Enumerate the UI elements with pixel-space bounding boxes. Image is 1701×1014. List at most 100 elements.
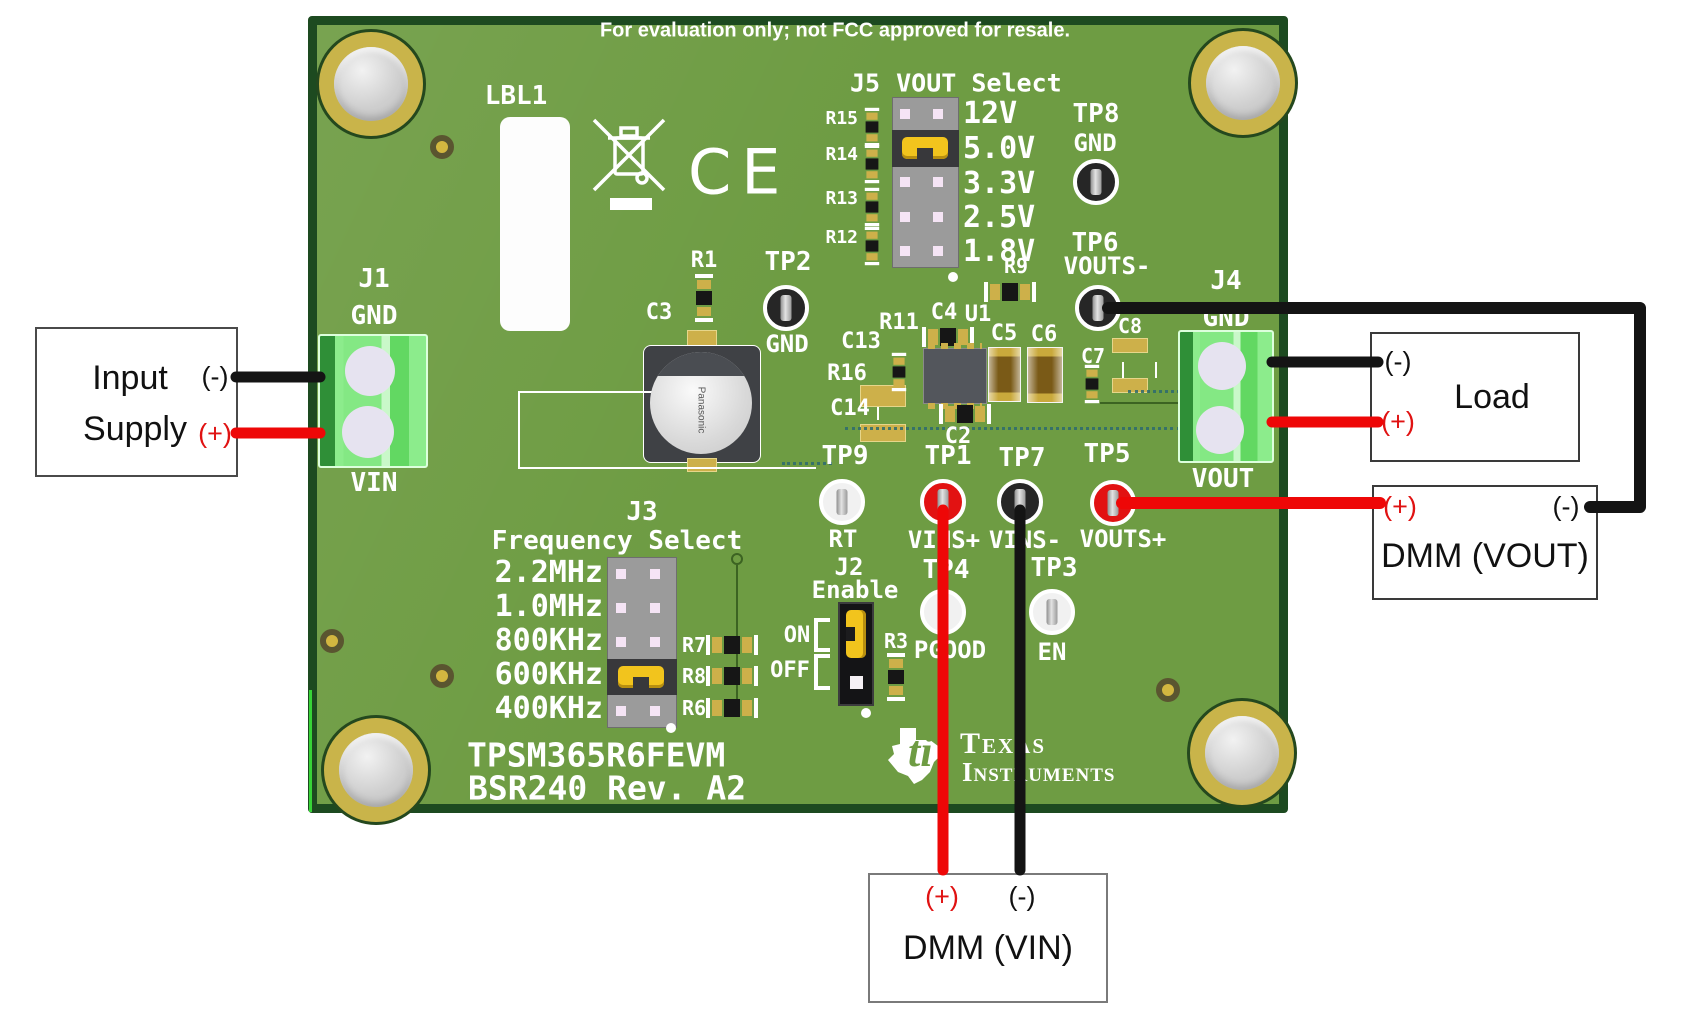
trace-dots: [782, 462, 832, 465]
j4-pin-vout: VOUT: [1191, 464, 1255, 494]
resistor-r3: [887, 653, 905, 701]
header-pin: [900, 246, 910, 256]
board-revision: BSR240 Rev. A2: [468, 768, 747, 808]
trace-dots: [845, 427, 1180, 430]
header-pin: [650, 637, 660, 647]
capacitor-c7-part: [1084, 364, 1100, 404]
test-point-tp4: [920, 589, 966, 635]
capacitor-c5: [988, 347, 1021, 402]
j5-option-1v8: 1.8V: [963, 234, 1036, 269]
dmm-vout-negative: (-): [1552, 491, 1580, 522]
silkscreen-tick: [1122, 362, 1124, 378]
mounting-hole-bottom-left: [321, 715, 431, 825]
component-label-c2: C2: [944, 424, 972, 449]
j3-designator: J3: [626, 497, 658, 527]
component-label-r13: R13: [825, 188, 858, 209]
j2-off-label: OFF: [770, 658, 810, 683]
tp9-label: TP9: [821, 441, 869, 471]
header-pin: [650, 569, 660, 579]
j2-title: Enable: [811, 576, 899, 604]
resistor-r13: [864, 187, 880, 227]
fiducial-dot: [948, 272, 958, 282]
header-pin: [900, 212, 910, 222]
j5-title: VOUT Select: [896, 68, 1062, 98]
silkscreen-outline: [518, 391, 668, 393]
silkscreen-outline: [518, 467, 816, 469]
header-pin: [850, 676, 863, 689]
capacitor-c3-brand: Panasonic: [695, 386, 707, 434]
tp-slot: [1092, 295, 1104, 321]
j5-option-5v: 5.0V: [963, 131, 1036, 166]
j2-designator: J2: [834, 553, 864, 581]
tp1-label: TP1: [924, 441, 972, 471]
tp-slot: [1046, 599, 1058, 625]
j3-title: Frequency Select: [491, 526, 743, 556]
dmm-vout-label: DMM (VOUT): [1381, 537, 1589, 575]
input-supply-positive: (+): [198, 418, 232, 449]
capacitor-c3-can: Panasonic: [650, 352, 752, 454]
pad: [687, 330, 717, 346]
tp-slot: [1090, 169, 1102, 195]
dmm-vin-positive: (+): [925, 881, 959, 912]
header-pin: [650, 603, 660, 613]
banner-text: For evaluation only; not FCC approved fo…: [599, 19, 1071, 42]
load-label: Load: [1454, 378, 1530, 416]
resistor-r14: [864, 144, 880, 184]
j2-jumper: [846, 610, 866, 658]
tp8-label: TP8: [1072, 99, 1120, 129]
test-point-tp3: [1029, 589, 1075, 635]
tp4-signal: PGOOD: [913, 636, 987, 664]
screw-head: [1206, 46, 1280, 120]
tp-slot: [937, 599, 949, 625]
resistor-r8: [706, 666, 758, 686]
trace: [1100, 402, 1185, 404]
silkscreen-outline: [518, 391, 520, 469]
tp-slot: [1014, 489, 1026, 515]
header-pin: [933, 212, 943, 222]
tp7-label: TP7: [998, 443, 1046, 473]
terminal-hole: [1196, 406, 1244, 454]
j3-option-400k: 400KHz: [494, 691, 603, 726]
tp-slot: [1107, 490, 1119, 516]
dmm-vin-label: DMM (VIN): [903, 929, 1073, 967]
terminal-hole: [342, 406, 394, 458]
header-pin: [616, 569, 626, 579]
tp-slot: [780, 295, 792, 321]
screw-head: [1205, 716, 1279, 790]
load-negative: (-): [1384, 346, 1412, 377]
resistor-r15: [864, 107, 880, 147]
capacitor-c13-part: [891, 352, 907, 392]
resistor-r9: [984, 282, 1036, 302]
ti-wordmark-line1: Texas: [960, 727, 1047, 760]
component-label-r11: R11: [879, 310, 919, 335]
ce-mark: CE: [688, 135, 791, 209]
tp6-label: TP6: [1071, 228, 1119, 258]
j4-pin-gnd: GND: [1202, 303, 1250, 333]
terminal-hole: [345, 346, 395, 396]
svg-text:ti: ti: [908, 727, 933, 776]
screw-head: [339, 733, 413, 807]
component-label-c3: C3: [645, 300, 673, 325]
component-label-r12: R12: [825, 227, 858, 248]
resistor-r7: [706, 635, 758, 655]
test-point-tp7: [997, 479, 1043, 525]
j5-option-3v3: 3.3V: [963, 166, 1036, 201]
ti-wordmark-line2: Instruments: [962, 757, 1116, 787]
fiducial-dot: [861, 708, 871, 718]
via: [430, 664, 454, 688]
component-label-r14: R14: [825, 144, 858, 165]
blank-label-area: [500, 117, 570, 331]
lbl1-label: LBL1: [484, 81, 548, 111]
j1-pin-vin: VIN: [350, 468, 398, 498]
j5-jumper: [902, 137, 948, 159]
tp4-label: TP4: [922, 555, 970, 585]
dmm-vout-positive: (+): [1383, 491, 1417, 522]
tp3-signal: EN: [1037, 638, 1067, 666]
ic-u1: [923, 343, 987, 409]
component-label-c5: C5: [990, 321, 1018, 346]
component-label-r16: R16: [827, 361, 867, 386]
ti-wordmark: Texas Instruments: [960, 729, 1115, 786]
component-label-u1: U1: [964, 302, 992, 327]
header-pin: [650, 706, 660, 716]
test-point-tp6: [1075, 285, 1121, 331]
